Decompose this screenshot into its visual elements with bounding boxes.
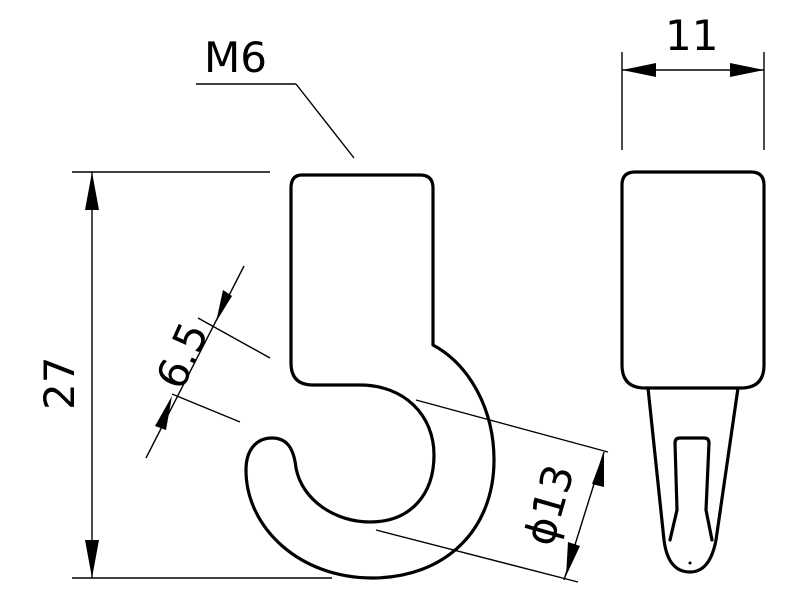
thread-label: M6 bbox=[204, 33, 267, 82]
arrow-upper bbox=[592, 452, 604, 487]
dimension-opening: 6.5 bbox=[145, 265, 271, 459]
center-dot bbox=[688, 561, 692, 565]
arrow-bottom bbox=[85, 540, 99, 578]
hook-outline bbox=[244, 173, 496, 580]
side-slot-outline bbox=[668, 436, 714, 542]
arrow-top bbox=[85, 172, 99, 210]
arrow-right bbox=[730, 63, 764, 77]
dimension-width: 11 bbox=[621, 11, 765, 150]
height-label: 27 bbox=[35, 357, 84, 410]
arrow-left bbox=[622, 63, 656, 77]
dimension-height: 27 bbox=[35, 171, 332, 579]
side-view bbox=[620, 170, 766, 574]
side-body-outline bbox=[620, 170, 766, 390]
extension-line-lower bbox=[375, 529, 579, 583]
front-view bbox=[244, 173, 496, 580]
extension-line-upper bbox=[197, 317, 271, 359]
extension-line-upper bbox=[415, 399, 609, 453]
thread-callout: M6 bbox=[196, 33, 355, 159]
diameter-label: ϕ13 bbox=[515, 459, 584, 551]
opening-label: 6.5 bbox=[146, 315, 218, 396]
width-label: 11 bbox=[665, 11, 718, 60]
leader-line bbox=[295, 83, 355, 159]
side-shank-outline bbox=[646, 386, 740, 574]
extension-line-lower bbox=[171, 393, 241, 423]
arrow-lower bbox=[155, 396, 172, 430]
arrow-lower bbox=[566, 542, 580, 576]
arrow-upper bbox=[216, 290, 232, 322]
